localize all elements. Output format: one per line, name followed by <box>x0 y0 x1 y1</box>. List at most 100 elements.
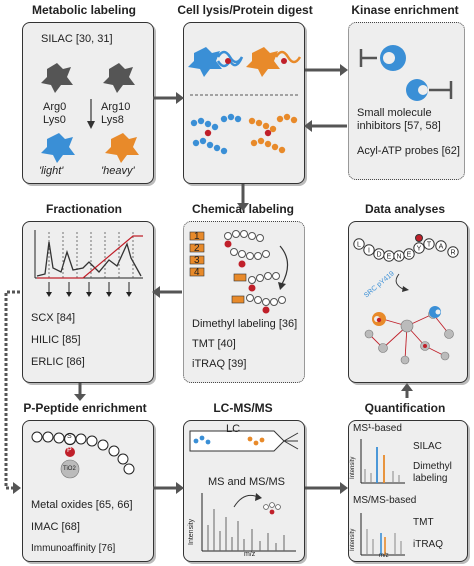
ms-label: MS and MS/MS <box>208 476 286 488</box>
itraq-label: iTRAQ [39] <box>192 358 247 370</box>
msms-label: MS/MS-based <box>353 495 417 506</box>
chemical-illustration <box>189 230 289 314</box>
sequence-bead <box>403 248 415 260</box>
metabolic-panel: SILAC [30, 31] Arg0 Lys0 Arg10 Lys8 'lig… <box>22 22 154 184</box>
acyl-atp-label: Acyl-ATP probes [62] <box>357 145 460 157</box>
sequence-letter: R <box>450 250 455 257</box>
erlic-label: ERLIC [86] <box>31 356 85 368</box>
tmt-label: TMT [40] <box>192 338 236 350</box>
tag-2: 2 <box>194 243 200 254</box>
kinase-panel: Small molecule inhibitors [57, 58] Acyl-… <box>348 22 465 180</box>
spectrum-peaks <box>207 509 285 551</box>
imac-label: IMAC [68] <box>31 521 80 533</box>
orange-cell-icon <box>246 47 280 77</box>
kinase-illustration <box>359 45 453 101</box>
quant-ylabel-1: Intensity <box>350 456 356 479</box>
sequence-bead <box>363 244 375 256</box>
ppeptide-title: P-Peptide enrichment <box>23 401 147 415</box>
gray-cell-left-icon <box>41 63 73 93</box>
lcms-panel: LC MS and MS/MS Intensity m/z <box>183 420 305 562</box>
sequence-beads <box>353 234 459 262</box>
sequence-bead <box>435 240 447 252</box>
ppeptide-illustration <box>31 431 135 479</box>
lysis-panel <box>183 22 305 184</box>
small-molecule-label: Small molecule inhibitors [57, 58] <box>357 107 441 132</box>
sequence-bead <box>413 242 425 254</box>
light-aa-label: Arg0 Lys0 <box>43 101 67 126</box>
scx-label: SCX [84] <box>31 312 76 324</box>
ppeptide-panel: S P TiO2 Metal oxides [65, 66] IMAC [68]… <box>22 420 154 562</box>
tag-icon <box>233 273 247 282</box>
dimethyl-quant-label: Dimethyl labeling <box>413 461 452 484</box>
chemical-title: Chemical labeling <box>191 202 295 216</box>
quant-illustration <box>360 439 405 556</box>
quant-title: Quantification <box>364 401 446 415</box>
sequence-letter: A <box>439 244 444 251</box>
sequence-letter: I <box>368 248 370 255</box>
lcms-xlabel: m/z <box>244 551 256 558</box>
metabolic-title: Metabolic labeling <box>31 3 136 17</box>
kinase-blue-icon-2 <box>406 79 428 101</box>
protein-blue-icon <box>216 50 244 68</box>
data-title: Data analyses <box>364 202 446 216</box>
tio2-bead-icon <box>60 459 80 479</box>
light-label: 'light' <box>39 165 64 177</box>
fractionation-panel: SCX [84] HILIC [85] ERLIC [86] <box>22 221 154 383</box>
lcms-title: LC-MS/MS <box>213 401 273 415</box>
sequence-letter: N <box>396 254 401 261</box>
blue-cell-icon <box>41 133 75 163</box>
tag-1: 1 <box>194 231 200 242</box>
blue-cell-icon <box>188 47 222 77</box>
fractionation-title: Fractionation <box>45 202 122 216</box>
quant-xlabel: m/z <box>379 553 389 559</box>
quant-panel: MS¹-based SILAC Dimethyl labeling MS/MS-… <box>348 420 468 562</box>
ms1-label: MS¹-based <box>353 423 402 434</box>
kinase-blue-icon <box>429 306 441 318</box>
sequence-bead <box>447 246 459 258</box>
gray-cell-right-icon <box>103 63 135 93</box>
sequence-letter: T <box>427 242 432 249</box>
phospho-label: P <box>67 447 72 454</box>
metal-oxides-label: Metal oxides [65, 66] <box>31 499 133 511</box>
sequence-bead <box>353 238 365 250</box>
lcms-illustration <box>189 430 299 552</box>
sequence-letter: E <box>407 252 412 259</box>
silac-label: SILAC [30, 31] <box>41 33 113 45</box>
gradient-trace <box>37 235 143 279</box>
lc-column-icon <box>189 430 285 452</box>
lc-label: LC <box>226 423 241 435</box>
tio2-label: TiO2 <box>63 466 76 472</box>
lcms-ylabel: Intensity <box>188 518 195 545</box>
tag-4: 4 <box>194 267 200 278</box>
protein-orange-icon <box>274 50 302 64</box>
lysis-illustration <box>188 47 302 155</box>
sequence-letter: E <box>387 254 392 261</box>
heavy-aa-label: Arg10 Lys8 <box>101 101 131 126</box>
hilic-label: HILIC [85] <box>31 334 81 346</box>
lysis-title: Cell lysis/Protein digest <box>177 3 313 17</box>
orange-cell-icon <box>105 133 139 163</box>
kinase-title: Kinase enrichment <box>351 3 459 17</box>
serine-label: S <box>67 433 72 440</box>
sequence-letter: Y <box>417 246 422 253</box>
tag-3: 3 <box>194 255 200 266</box>
sequence-bead <box>423 238 435 250</box>
dotted-bypass-arrow <box>4 290 20 490</box>
itraq-quant-label: iTRAQ <box>413 539 443 550</box>
peptide-chains <box>190 113 242 155</box>
sequence-letter: D <box>376 252 381 259</box>
sequence-letter: L <box>357 242 361 249</box>
phospho-site-icon <box>415 234 423 242</box>
chromatogram <box>34 230 143 297</box>
phospho-icon <box>65 447 75 457</box>
cell-icons <box>41 63 139 163</box>
quant-ylabel-2: Intensity <box>350 528 356 551</box>
heavy-label: 'heavy' <box>101 165 135 177</box>
dimethyl-label: Dimethyl labeling [36] <box>192 318 298 330</box>
immunoaffinity-label: Immunoaffinity [76] <box>31 543 116 554</box>
serine-bead <box>63 432 77 446</box>
silac-quant-label: SILAC <box>413 441 442 452</box>
